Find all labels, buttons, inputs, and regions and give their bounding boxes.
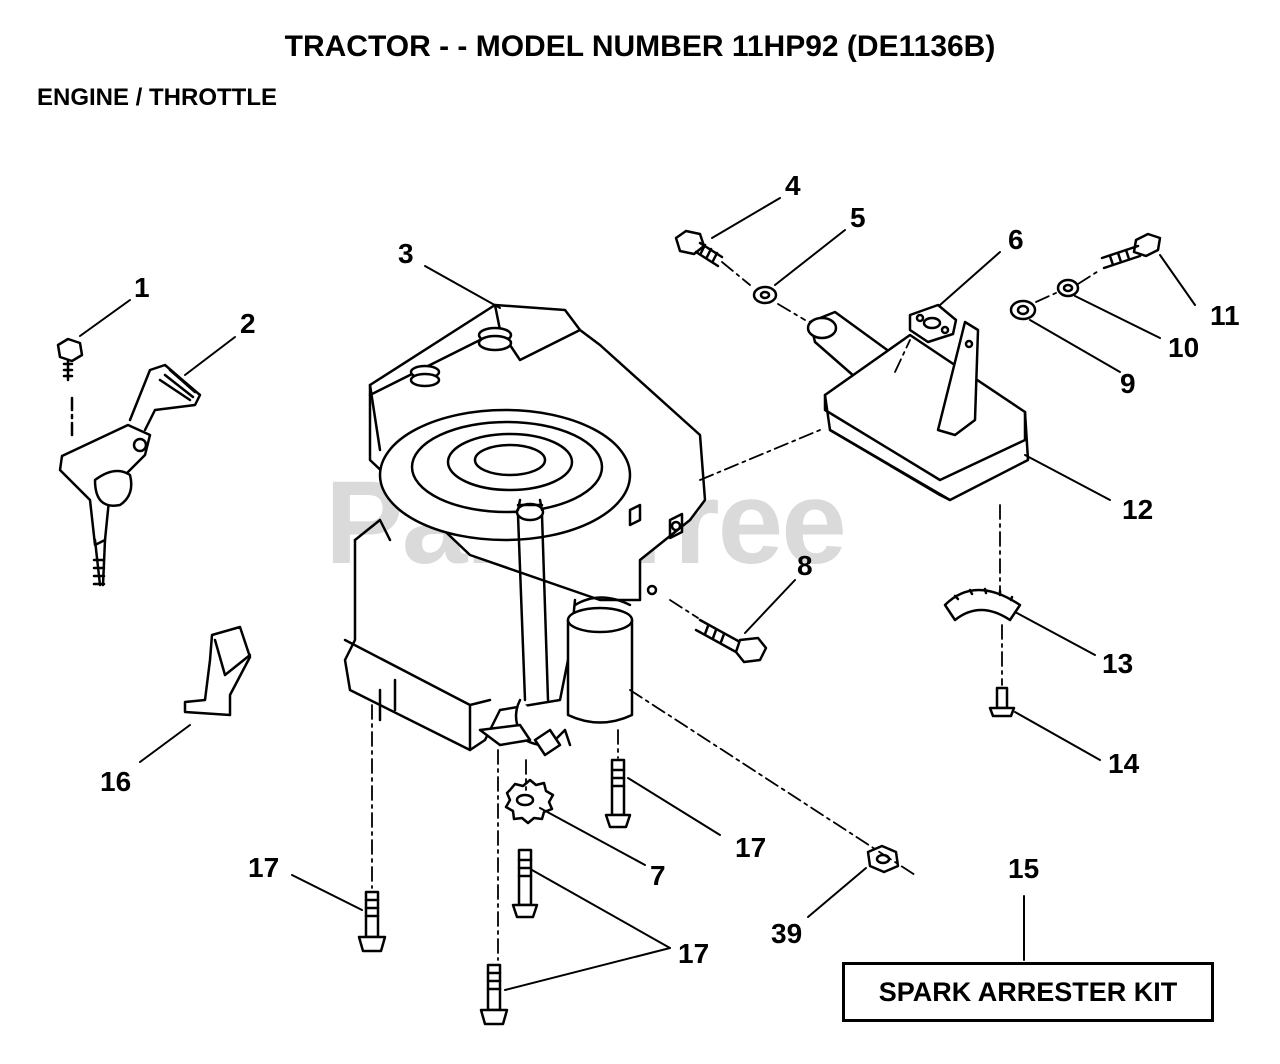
callout-9: 9 [1120,368,1136,399]
callout-17: 17 [248,852,280,883]
part-5-washer[interactable] [752,285,778,305]
part-6-gasket[interactable] [908,303,958,344]
callout-17: 17 [678,938,710,969]
callout-14: 14 [1108,748,1140,779]
part-8-bolt[interactable] [694,618,768,664]
callout-2: 2 [240,308,256,339]
callout-17: 17 [735,832,767,863]
part-17-bolt[interactable] [357,890,387,953]
callout-6: 6 [1008,224,1024,255]
part-13-spark-arrester[interactable] [943,587,1022,622]
callout-39: 39 [771,918,803,949]
diagram-title: TRACTOR - - MODEL NUMBER 11HP92 (DE1136B… [284,30,996,63]
part-12-muffler[interactable] [823,320,1030,502]
section-subtitle: ENGINE / THROTTLE [37,84,277,111]
part-14-screw[interactable] [988,686,1016,718]
part-3-engine[interactable] [343,303,707,757]
part-4-bolt[interactable] [674,229,724,268]
part-17-bolt[interactable] [604,758,632,829]
callout-5: 5 [850,202,866,233]
callout-4: 4 [785,170,801,201]
callout-13: 13 [1102,648,1134,679]
part-2-throttle-control[interactable] [58,363,202,587]
part-9-washer[interactable] [1009,299,1037,321]
part-7-lockwasher[interactable] [504,778,555,825]
callout-3: 3 [398,238,414,269]
callout-8: 8 [797,550,813,581]
callout-11: 11 [1210,300,1240,331]
part-16-bracket[interactable] [183,625,252,717]
assembly-centerlines [371,261,1101,961]
part-39-nut[interactable] [866,844,900,874]
callout-1: 1 [134,272,150,303]
callout-15: 15 [1008,853,1040,884]
callout-16: 16 [100,766,132,797]
callout-7: 7 [650,860,666,891]
part-1-bolt[interactable] [56,337,84,382]
part-10-lockwasher[interactable] [1056,278,1080,298]
callout-12: 12 [1122,494,1154,525]
callout-leaders [79,197,1196,991]
part-11-bolt[interactable] [1100,232,1162,270]
part-17-bolt[interactable] [511,848,539,919]
spark-arrester-kit-label: SPARK ARRESTER KIT [842,962,1214,1022]
part-17-bolt[interactable] [479,963,509,1026]
callout-10: 10 [1168,332,1200,363]
